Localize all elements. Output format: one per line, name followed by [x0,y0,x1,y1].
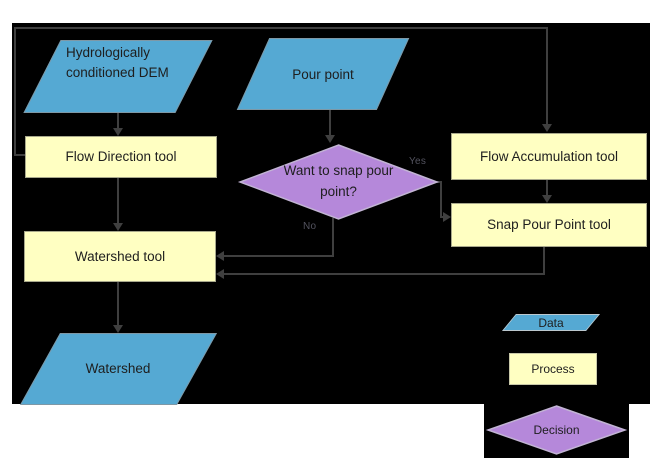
connector-pourpoint-decision [329,110,331,136]
node-snap-pour-point-label: Snap Pour Point tool [487,217,611,232]
node-watershed-tool-label: Watershed tool [74,248,166,264]
connector-flowdirection-watershedtool [117,178,119,224]
connector-flowaccumulation-snap [546,180,548,196]
connector-dem-flowdirection [117,113,119,129]
connector-decision-no-seg1 [332,218,334,257]
legend-decision-label: Decision [533,423,580,437]
edge-label-yes: Yes [409,156,427,167]
arrowhead-flowaccumulation-snap [542,195,552,203]
connector-flowdirection-flowaccumulation-seg3 [14,27,548,29]
connector-flowdirection-flowaccumulation-seg1 [14,154,26,156]
legend-data-label: Data [538,316,564,330]
connector-watershedtool-watershed [117,282,119,326]
connector-flowdirection-flowaccumulation-seg4 [546,27,548,125]
node-watershed-label: Watershed [85,361,151,376]
arrowhead-decision-yes [443,212,451,222]
connector-snap-watershedtool-seg2 [224,273,545,275]
edge-label-no: No [303,221,317,232]
arrowhead-decision-no [216,251,224,261]
legend-process-label: Process [531,362,575,376]
connector-decision-yes-seg3 [440,216,444,218]
arrowhead-flowdirection-watershedtool [113,223,123,231]
connector-decision-yes-seg2 [440,181,442,218]
node-flow-accumulation-label: Flow Accumulation tool [479,148,619,164]
connector-decision-no-seg2 [224,255,334,257]
legend-decision-shape [485,405,628,455]
node-watershed-tool: Watershed tool [24,231,216,282]
connector-flowdirection-flowaccumulation-seg2 [14,27,16,156]
arrowhead-snap-watershedtool [216,269,224,279]
node-flow-direction: Flow Direction tool [25,136,217,178]
legend-process-shape: Process [509,353,597,385]
connector-snap-watershedtool-seg1 [543,247,545,275]
node-flow-accumulation: Flow Accumulation tool [451,133,647,180]
connector-decision-yes-seg1 [437,181,442,183]
node-flow-direction-label: Flow Direction tool [65,149,177,164]
node-dem-label: Hydrologically conditioned DEM [66,45,169,80]
arrowhead-dem-flowdirection [113,128,123,136]
node-snap-pour-point: Snap Pour Point tool [451,203,647,247]
node-pour-point-label: Pour point [292,67,354,82]
arrowhead-pourpoint-decision [325,135,335,143]
arrowhead-flowdirection-flowaccumulation [542,124,552,132]
node-snap-decision-shape [237,144,440,220]
arrowhead-watershedtool-watershed [113,325,123,333]
node-snap-decision-label: Want to snap pour point? [283,163,394,199]
